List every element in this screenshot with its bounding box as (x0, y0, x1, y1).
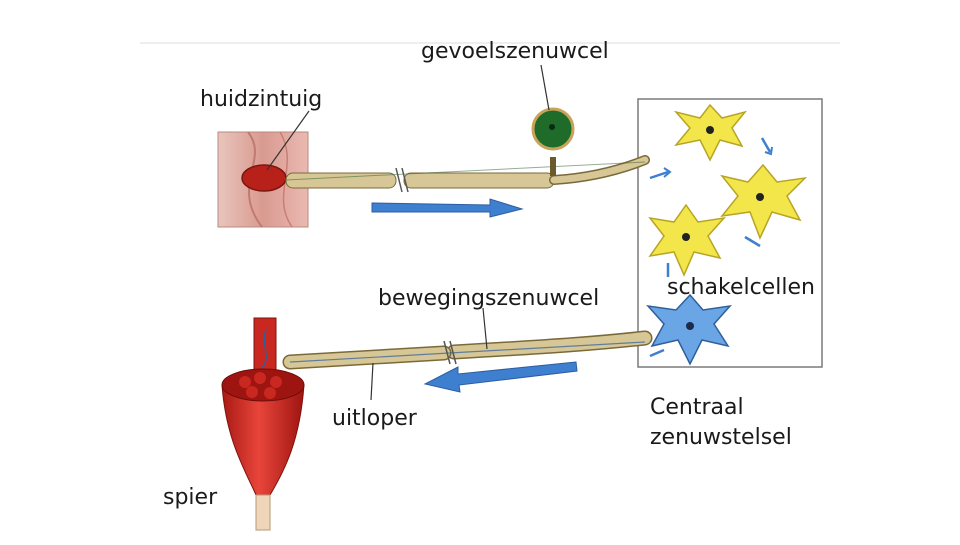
receptor-icon (241, 164, 287, 192)
sensory-neuron-soma (531, 107, 575, 176)
label-motor-neuron: bewegingszenuwcel (378, 286, 600, 311)
interneuron-top (673, 103, 748, 162)
label-cns-line2: zenuwstelsel (650, 425, 792, 450)
flow-arrow-right (371, 198, 524, 218)
muscle-icon (221, 317, 305, 531)
sensory-axon (285, 155, 650, 193)
leader-lines (266, 64, 550, 401)
motor-axon (282, 330, 653, 370)
label-axon: uitloper (332, 406, 417, 431)
label-muscle: spier (163, 485, 218, 510)
flow-arrow-left (423, 361, 578, 393)
label-interneurons: schakelcellen (667, 275, 815, 300)
cns-direction-arrows (649, 137, 773, 358)
label-sensory-neuron: gevoelszenuwcel (421, 39, 609, 64)
label-cns-line1: Centraal (650, 395, 744, 420)
interneuron-middle (648, 203, 726, 277)
label-cns: Centraal zenuwstelsel (650, 393, 792, 453)
label-skin-sense-organ: huidzintuig (200, 87, 323, 112)
interneuron-right (720, 163, 808, 240)
motor-neuron-soma (646, 293, 732, 366)
